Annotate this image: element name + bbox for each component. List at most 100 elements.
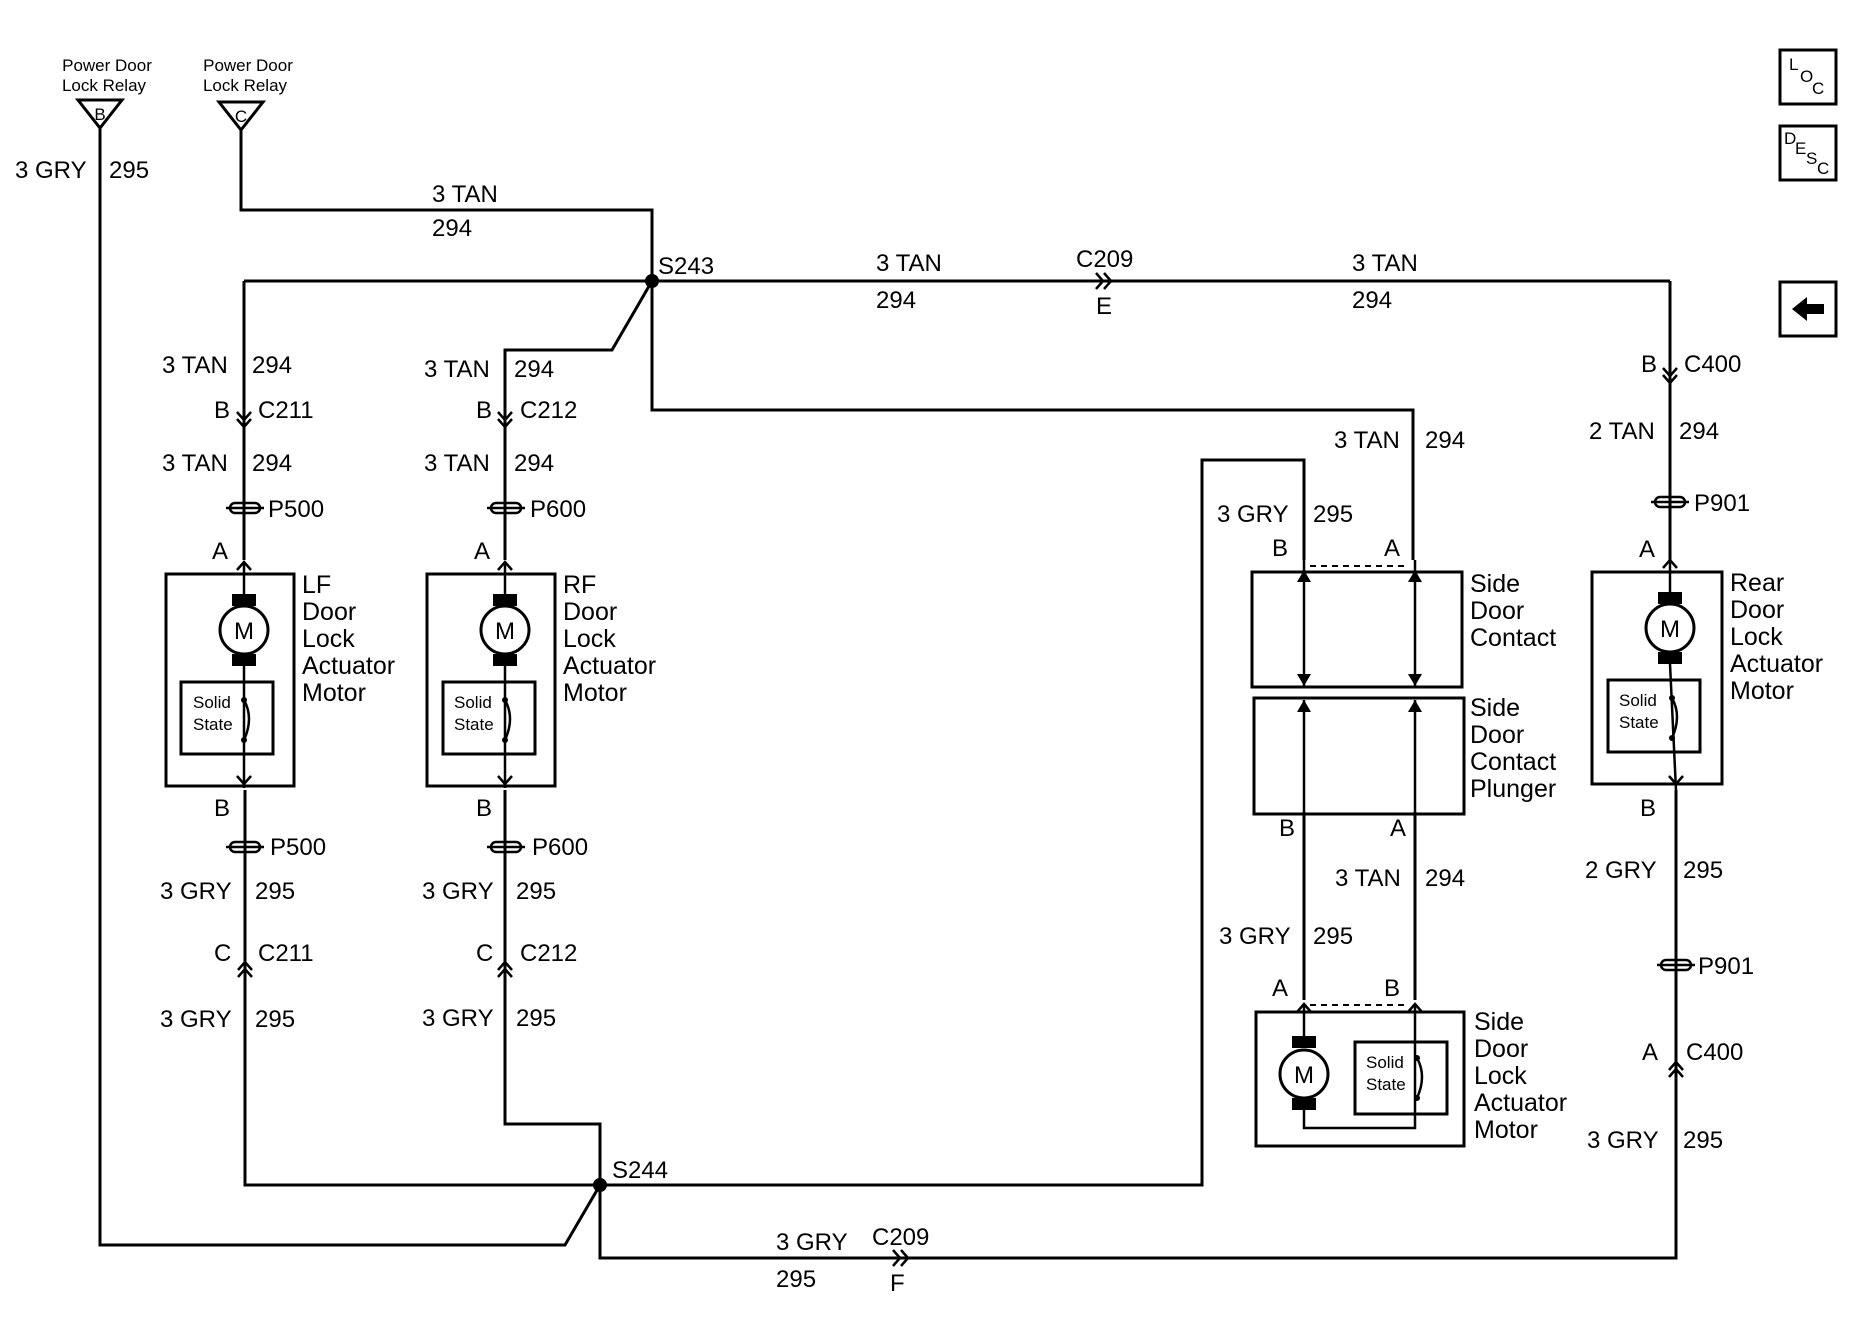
desc-letter: S	[1806, 149, 1817, 168]
connector-pin-f: F	[890, 1270, 905, 1297]
relay-c-pin: C	[235, 107, 247, 126]
component-label: Motor	[1474, 1116, 1538, 1144]
connector-pin-c: C	[476, 940, 493, 967]
connector-p600-label: P600	[532, 834, 588, 861]
solid-state-label: State	[193, 715, 233, 734]
component-label: Rear	[1730, 569, 1784, 597]
motor-symbol: M	[1660, 616, 1680, 643]
connector-pin-a: A	[1390, 815, 1406, 842]
motor-symbol: M	[495, 618, 515, 645]
relay-b-label-2: Lock Relay	[62, 76, 147, 95]
label-gry: 3 GRY	[422, 878, 494, 905]
component-label: LF	[302, 571, 331, 599]
label-295: 295	[1313, 501, 1353, 528]
label-295: 295	[255, 878, 295, 905]
relay-b: Power Door Lock Relay B	[62, 56, 152, 131]
splice-s244-dot	[593, 1178, 607, 1192]
connector-c211-label: C211	[258, 397, 314, 424]
solid-state-label: State	[454, 715, 494, 734]
connector-pin-a: A	[474, 538, 490, 565]
connector-pin-a: A	[212, 538, 228, 565]
splice-s243-label: S243	[658, 253, 714, 280]
component-label: Lock	[563, 625, 616, 653]
connector-pin-a: A	[1272, 975, 1288, 1002]
loc-letter: C	[1812, 79, 1824, 98]
label-295: 295	[1683, 857, 1723, 884]
connector-c400-a-mark	[1668, 1060, 1684, 1071]
connector-c212-label: C212	[520, 940, 577, 967]
component-label: Door	[1730, 596, 1784, 624]
label-294: 294	[1679, 418, 1719, 445]
component-label: Side	[1470, 570, 1520, 598]
label-tan: 3 TAN	[876, 250, 942, 277]
splice-s244-label: S244	[612, 1157, 668, 1184]
label-gry: 3 GRY	[1217, 501, 1289, 528]
component-label: Motor	[563, 679, 627, 707]
connector-pin-a: A	[1639, 536, 1655, 563]
connector-pin-e: E	[1096, 293, 1112, 320]
side-door-contact-plunger: Side Door Contact Plunger	[1252, 694, 1556, 816]
switch-icon	[503, 699, 512, 741]
connector-pin-b: B	[1279, 815, 1295, 842]
connector-c212-b-mark2	[497, 418, 513, 429]
connector-c211-c-mark2	[237, 967, 253, 978]
side-door-contact: Side Door Contact	[1250, 560, 1556, 689]
label-294: 294	[514, 450, 554, 477]
component-label: Actuator	[1474, 1089, 1567, 1117]
connector-symbols	[226, 367, 1695, 1078]
label-294: 294	[876, 287, 916, 314]
loc-letter: O	[1800, 67, 1813, 86]
desc-letter: D	[1784, 129, 1796, 148]
component-label: Door	[302, 598, 356, 626]
label-294: 294	[1425, 427, 1465, 454]
connector-p600-top	[487, 501, 525, 515]
relay-c-triangle-icon	[215, 100, 267, 133]
solid-state-label: Solid	[193, 693, 231, 712]
label-gry: 3 GRY	[160, 878, 232, 905]
connector-pin-b: B	[214, 795, 230, 822]
wire-labels: 3 GRY 295 3 TAN 294 S243 3 TAN 294 C209 …	[15, 157, 1754, 1297]
component-label: Side	[1474, 1008, 1524, 1036]
label-gry: 3 GRY	[15, 157, 87, 184]
label-294: 294	[252, 352, 292, 379]
connector-c211-b-mark2	[236, 418, 252, 429]
label-294: 294	[1352, 287, 1392, 314]
desc-button[interactable]: D E S C	[1778, 124, 1838, 182]
component-label: Contact	[1470, 624, 1556, 652]
relay-b-label-1: Power Door	[62, 56, 152, 75]
solid-state-label: Solid	[1366, 1053, 1404, 1072]
label-tan: 3 TAN	[432, 181, 498, 208]
component-label: Door	[563, 598, 617, 626]
wire-rf-295	[503, 790, 602, 1185]
label-294: 294	[1425, 865, 1465, 892]
wire-relay-c-294	[239, 130, 654, 281]
label-gry: 3 GRY	[1587, 1127, 1659, 1154]
relay-b-pin: B	[94, 105, 105, 124]
side-door-lock-actuator: M Solid State Side Door Lock Actuator Mo…	[1254, 1002, 1567, 1148]
back-arrow-button[interactable]	[1778, 280, 1838, 338]
component-label: Motor	[1730, 677, 1794, 705]
label-295: 295	[776, 1266, 816, 1293]
label-gry: 3 GRY	[422, 1005, 494, 1032]
connector-c400-label: C400	[1684, 351, 1741, 378]
back-arrow-icon	[1792, 297, 1824, 321]
connector-c400-b-mark2	[1662, 374, 1678, 385]
connector-c400-label: C400	[1686, 1039, 1743, 1066]
connector-pin-b: B	[1272, 535, 1288, 562]
label-tan: 3 TAN	[1335, 865, 1401, 892]
connector-p600-label: P600	[530, 496, 586, 523]
relay-b-triangle-icon	[74, 98, 126, 131]
loc-button[interactable]: L O C	[1778, 48, 1838, 106]
label-295: 295	[1313, 923, 1353, 950]
connector-c209-label: C209	[872, 1224, 929, 1251]
connector-c212-label: C212	[520, 397, 577, 424]
solid-state-label: State	[1619, 713, 1659, 732]
switch-icon	[1415, 1057, 1424, 1099]
label-294: 294	[252, 450, 292, 477]
label-gry: 3 GRY	[160, 1006, 232, 1033]
connector-p600-bottom	[487, 840, 525, 854]
motor-symbol: M	[1294, 1062, 1314, 1089]
label-295: 295	[255, 1006, 295, 1033]
connector-c209-f-mark2	[900, 1249, 910, 1267]
